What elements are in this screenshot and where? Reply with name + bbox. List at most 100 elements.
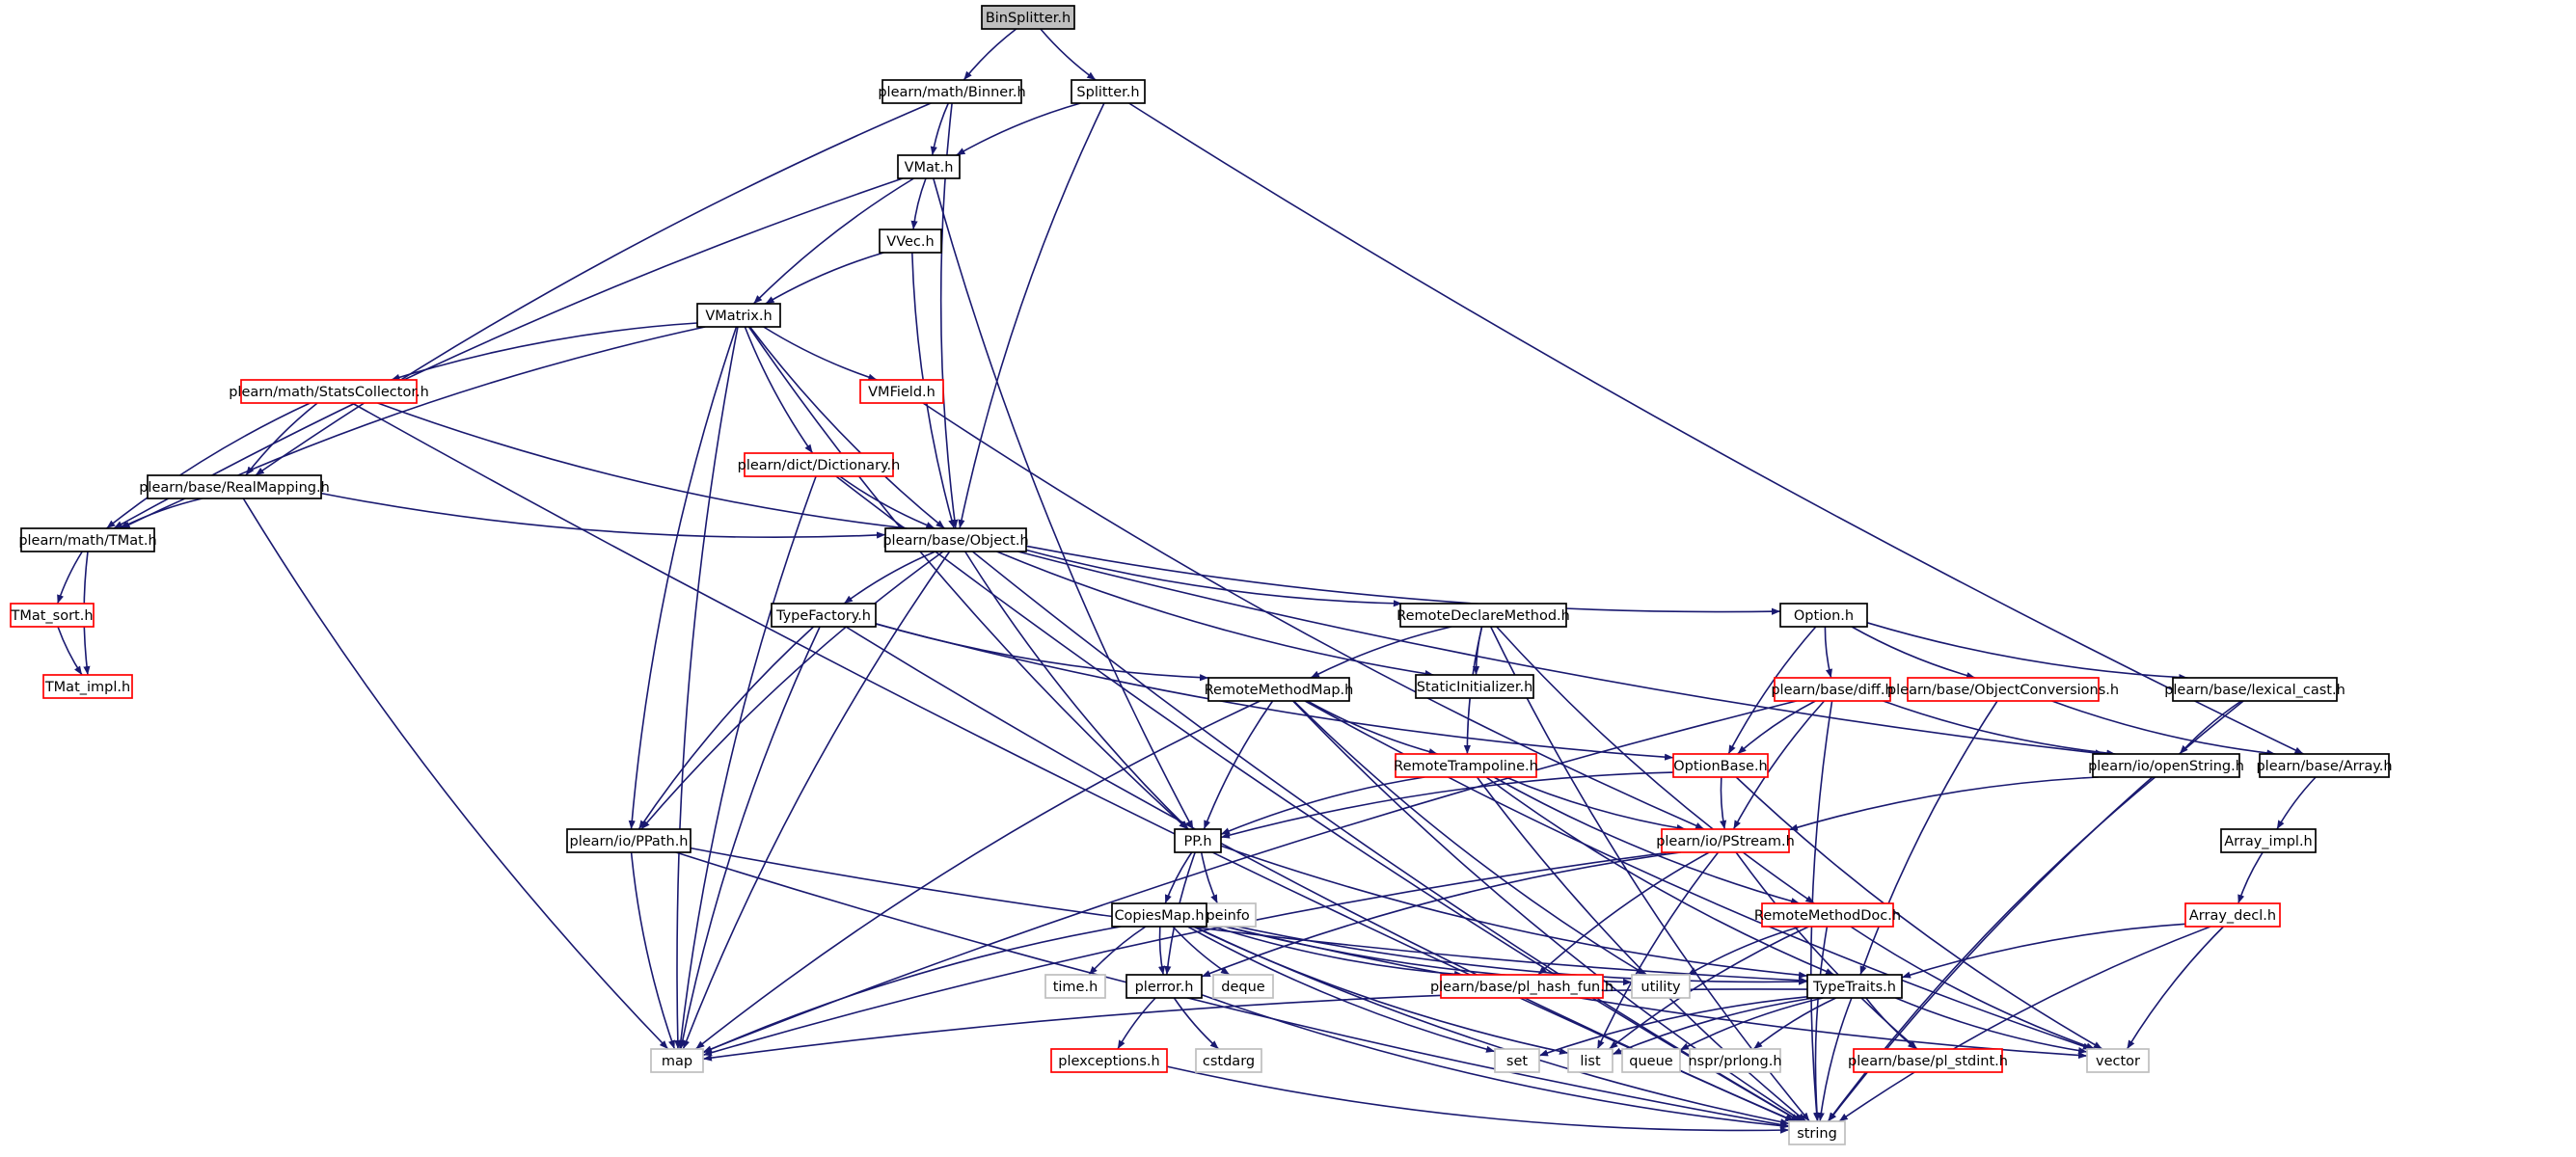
- node-typefactory[interactable]: TypeFactory.h: [771, 603, 877, 628]
- node-realmapping[interactable]: plearn/base/RealMapping.h: [139, 474, 330, 499]
- node-pp[interactable]: PP.h: [1174, 828, 1222, 853]
- node-binner[interactable]: plearn/math/Binner.h: [878, 79, 1026, 104]
- node-queue: queue: [1621, 1048, 1681, 1073]
- node-label-vvec: VVec.h: [886, 234, 934, 250]
- node-statscollector[interactable]: plearn/math/StatsCollector.h: [229, 379, 429, 404]
- node-lexicalcast[interactable]: plearn/base/lexical_cast.h: [2164, 677, 2346, 702]
- edge-dictionary-to-object: [839, 475, 935, 529]
- edge-plerror-to-string: [1201, 994, 1790, 1130]
- node-vmfield[interactable]: VMField.h: [859, 379, 944, 404]
- node-box-vmfield: [859, 379, 944, 404]
- node-box-staticinit: [1415, 674, 1534, 699]
- node-remotetrampoline[interactable]: RemoteTrampoline.h: [1394, 753, 1538, 778]
- node-copiesmap[interactable]: CopiesMap.h: [1111, 902, 1207, 928]
- node-tmat[interactable]: plearn/math/TMat.h: [18, 527, 157, 552]
- node-splitter[interactable]: Splitter.h: [1071, 79, 1146, 104]
- node-typetraits[interactable]: TypeTraits.h: [1806, 974, 1903, 999]
- node-box-string: [1788, 1120, 1846, 1145]
- node-plstdint[interactable]: plearn/base/pl_stdint.h: [1848, 1048, 2008, 1073]
- node-box-pp: [1174, 828, 1222, 853]
- edge-vmat-to-vvec: [910, 177, 927, 230]
- edge-vmatrix-to-map: [674, 326, 739, 1050]
- node-openstring[interactable]: plearn/io/openString.h: [2088, 753, 2244, 778]
- node-plexceptions[interactable]: plexceptions.h: [1050, 1048, 1168, 1073]
- edge-copiesmap-to-map: [702, 926, 1122, 1054]
- edge-copiesmap-to-deque: [1172, 926, 1231, 976]
- node-vmatrix[interactable]: VMatrix.h: [696, 303, 781, 328]
- node-remotedeclare[interactable]: RemoteDeclareMethod.h: [1396, 603, 1570, 628]
- node-plhashfun[interactable]: plearn/base/pl_hash_fun.h: [1430, 974, 1613, 999]
- node-option[interactable]: Option.h: [1779, 603, 1868, 628]
- node-label-arraydecl: Array_decl.h: [2189, 908, 2276, 924]
- edge-copiesmap-to-plerror: [1157, 926, 1166, 976]
- edge-diff-to-pstream: [1732, 700, 1826, 830]
- node-array[interactable]: plearn/base/Array.h: [2256, 753, 2393, 778]
- edge-pp-to-typeinfo: [1200, 851, 1219, 904]
- node-dictionary[interactable]: plearn/dict/Dictionary.h: [738, 452, 901, 477]
- nodes-layer: BinSplitter.h plearn/math/Binner.h Splitte…: [10, 5, 2393, 1145]
- edge-remotemethoddoc-to-string: [1813, 926, 1829, 1122]
- node-label-plhashfun: plearn/base/pl_hash_fun.h: [1430, 980, 1613, 995]
- node-box-pstream: [1661, 828, 1790, 853]
- node-box-remotemethodmap: [1207, 677, 1350, 702]
- edge-ppath-to-map: [630, 851, 676, 1050]
- node-objconv[interactable]: plearn/base/ObjectConversions.h: [1887, 677, 2119, 702]
- edge-vvec-to-vmatrix: [765, 252, 884, 305]
- node-label-array: plearn/base/Array.h: [2256, 759, 2392, 774]
- node-box-vector: [2086, 1048, 2150, 1073]
- node-vvec[interactable]: VVec.h: [879, 229, 942, 254]
- edge-remotetrampoline-to-string: [1476, 776, 1807, 1122]
- node-tmatsort[interactable]: TMat_sort.h: [10, 603, 95, 628]
- node-label-vector: vector: [2096, 1054, 2140, 1069]
- edge-remotemethodmap-to-map: [694, 700, 1261, 1050]
- node-tmatimpl[interactable]: TMat_impl.h: [42, 674, 133, 699]
- node-staticinit[interactable]: StaticInitializer.h: [1415, 674, 1534, 699]
- edge-remotedeclare-to-remotemethodmap: [1310, 626, 1452, 679]
- node-box-objconv: [1907, 677, 2100, 702]
- node-pstream[interactable]: plearn/io/PStream.h: [1656, 828, 1795, 853]
- edge-option-to-objconv: [1851, 626, 1976, 680]
- edge-plerror-to-cstdarg: [1173, 997, 1220, 1050]
- edge-ppath-to-string: [675, 851, 1790, 1128]
- edge-copiesmap-to-string: [1193, 926, 1790, 1126]
- node-box-deque: [1212, 974, 1274, 999]
- node-diff[interactable]: plearn/base/diff.h: [1771, 677, 1894, 702]
- node-ppath[interactable]: plearn/io/PPath.h: [566, 828, 691, 853]
- edge-object-to-typefactory: [843, 551, 936, 605]
- node-object[interactable]: plearn/base/Object.h: [882, 527, 1029, 552]
- node-box-list: [1567, 1048, 1613, 1073]
- node-label-arrayimpl: Array_impl.h: [2224, 834, 2313, 849]
- node-label-ppath: plearn/io/PPath.h: [569, 834, 688, 849]
- node-optionbase[interactable]: OptionBase.h: [1672, 753, 1769, 778]
- node-deque: deque: [1212, 974, 1274, 999]
- node-arrayimpl[interactable]: Array_impl.h: [2220, 828, 2317, 853]
- edge-remotemethoddoc-to-vector: [1850, 926, 2096, 1050]
- edge-dictionary-to-string: [835, 475, 1801, 1122]
- node-label-plstdint: plearn/base/pl_stdint.h: [1848, 1054, 2008, 1069]
- node-box-typetraits: [1806, 974, 1903, 999]
- edge-optionbase-to-pstream: [1720, 776, 1727, 830]
- node-binsplitter[interactable]: BinSplitter.h: [981, 5, 1075, 30]
- node-box-dictionary: [744, 452, 894, 477]
- node-label-pstream: plearn/io/PStream.h: [1656, 834, 1795, 849]
- edge-object-to-string: [971, 551, 1802, 1122]
- node-box-vmat: [897, 154, 961, 179]
- edge-remotemethoddoc-to-list: [1609, 926, 1809, 1050]
- node-plerror[interactable]: plerror.h: [1125, 974, 1203, 999]
- node-vmat[interactable]: VMat.h: [897, 154, 961, 179]
- edge-binner-to-realmapping: [255, 102, 932, 476]
- node-remotemethoddoc[interactable]: RemoteMethodDoc.h: [1754, 902, 1901, 928]
- edge-vmat-to-tmat: [113, 177, 904, 529]
- node-remotemethodmap[interactable]: RemoteMethodMap.h: [1205, 677, 1354, 702]
- node-label-binner: plearn/math/Binner.h: [878, 85, 1025, 100]
- node-map: map: [650, 1048, 704, 1073]
- edge-remotemethoddoc-to-utility: [1687, 926, 1802, 976]
- node-box-option: [1779, 603, 1868, 628]
- edge-statscollector-to-realmapping: [245, 402, 318, 476]
- edge-pp-to-copiesmap: [1164, 851, 1193, 904]
- node-arraydecl[interactable]: Array_decl.h: [2184, 902, 2281, 928]
- node-label-openstring: plearn/io/openString.h: [2088, 759, 2244, 774]
- node-label-plexceptions: plexceptions.h: [1058, 1054, 1159, 1069]
- edge-diff-to-optionbase: [1737, 700, 1816, 755]
- edge-pp-to-typetraits: [1220, 845, 1808, 979]
